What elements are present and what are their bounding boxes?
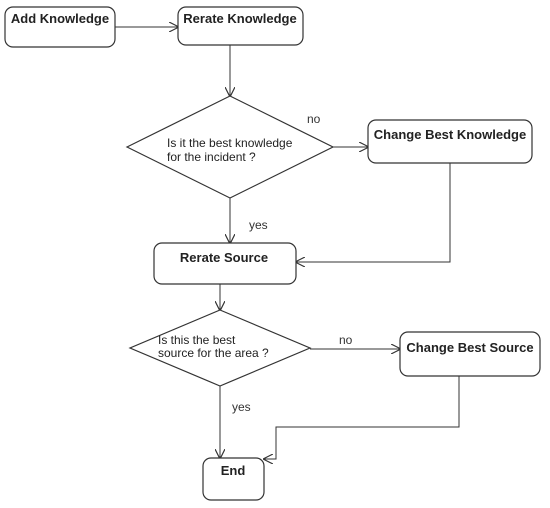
- edge-change-knowledge-to-rerate-source: [296, 163, 451, 262]
- label-rerate-knowledge: Rerate Knowledge: [183, 11, 296, 26]
- node-change-best-source: Change Best Source: [399, 331, 541, 377]
- label-change-best-source: Change Best Source: [406, 340, 533, 355]
- label-rerate-source: Rerate Source: [180, 250, 268, 265]
- node-rerate-source: Rerate Source: [153, 242, 297, 285]
- label-decision-source-line2: source for the area ?: [158, 346, 269, 360]
- edge-change-source-to-end: [264, 376, 460, 459]
- node-rerate-knowledge: Rerate Knowledge: [177, 6, 304, 46]
- label-end: End: [221, 463, 246, 478]
- label-change-best-knowledge: Change Best Knowledge: [374, 127, 526, 142]
- edge-label-source-no: no: [339, 333, 353, 347]
- node-change-best-knowledge: Change Best Knowledge: [367, 119, 533, 164]
- edge-label-source-yes: yes: [232, 400, 251, 414]
- node-decision-best-source: Is this the best source for the area ?: [128, 309, 312, 387]
- label-decision-knowledge-line1: Is it the best knowledge: [167, 136, 293, 150]
- edge-label-knowledge-yes: yes: [249, 218, 268, 232]
- label-add-knowledge: Add Knowledge: [11, 11, 109, 26]
- node-end: End: [202, 457, 265, 501]
- node-decision-best-knowledge: Is it the best knowledge for the inciden…: [125, 95, 335, 199]
- label-decision-knowledge-line2: for the incident ?: [167, 150, 256, 164]
- edge-label-knowledge-no: no: [307, 112, 321, 126]
- node-add-knowledge: Add Knowledge: [4, 6, 116, 48]
- edges: [115, 27, 460, 459]
- label-decision-source-line1: Is this the best: [158, 333, 236, 347]
